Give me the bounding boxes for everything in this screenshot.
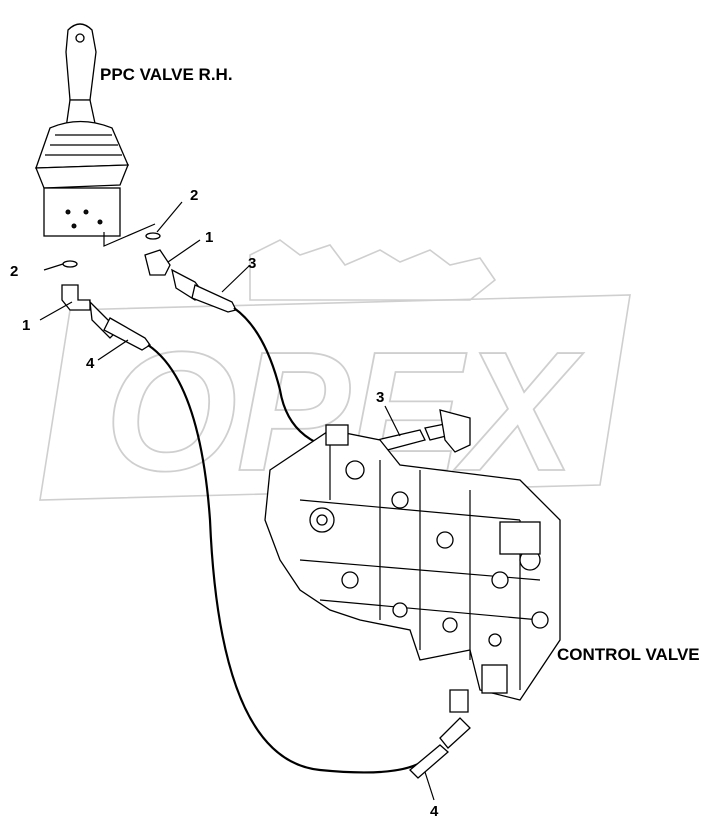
callout-1-left: 1 (22, 317, 30, 334)
control-valve-assembly (264, 424, 561, 701)
callout-4-left: 4 (86, 355, 95, 372)
left-fittings (61, 260, 151, 351)
callout-1-right: 1 (205, 229, 213, 246)
ppc-valve-assembly (35, 23, 156, 247)
callout-3-top: 3 (248, 255, 256, 272)
callout-2-left: 2 (10, 263, 18, 280)
callout-3-middle: 3 (376, 389, 384, 406)
leader-lines (39, 201, 435, 801)
callout-2-right: 2 (190, 187, 198, 204)
ppc-valve-label: PPC VALVE R.H. (100, 65, 233, 84)
right-fittings (144, 232, 237, 313)
callout-4-bottom: 4 (430, 803, 439, 820)
control-valve-label: CONTROL VALVE (557, 645, 700, 664)
